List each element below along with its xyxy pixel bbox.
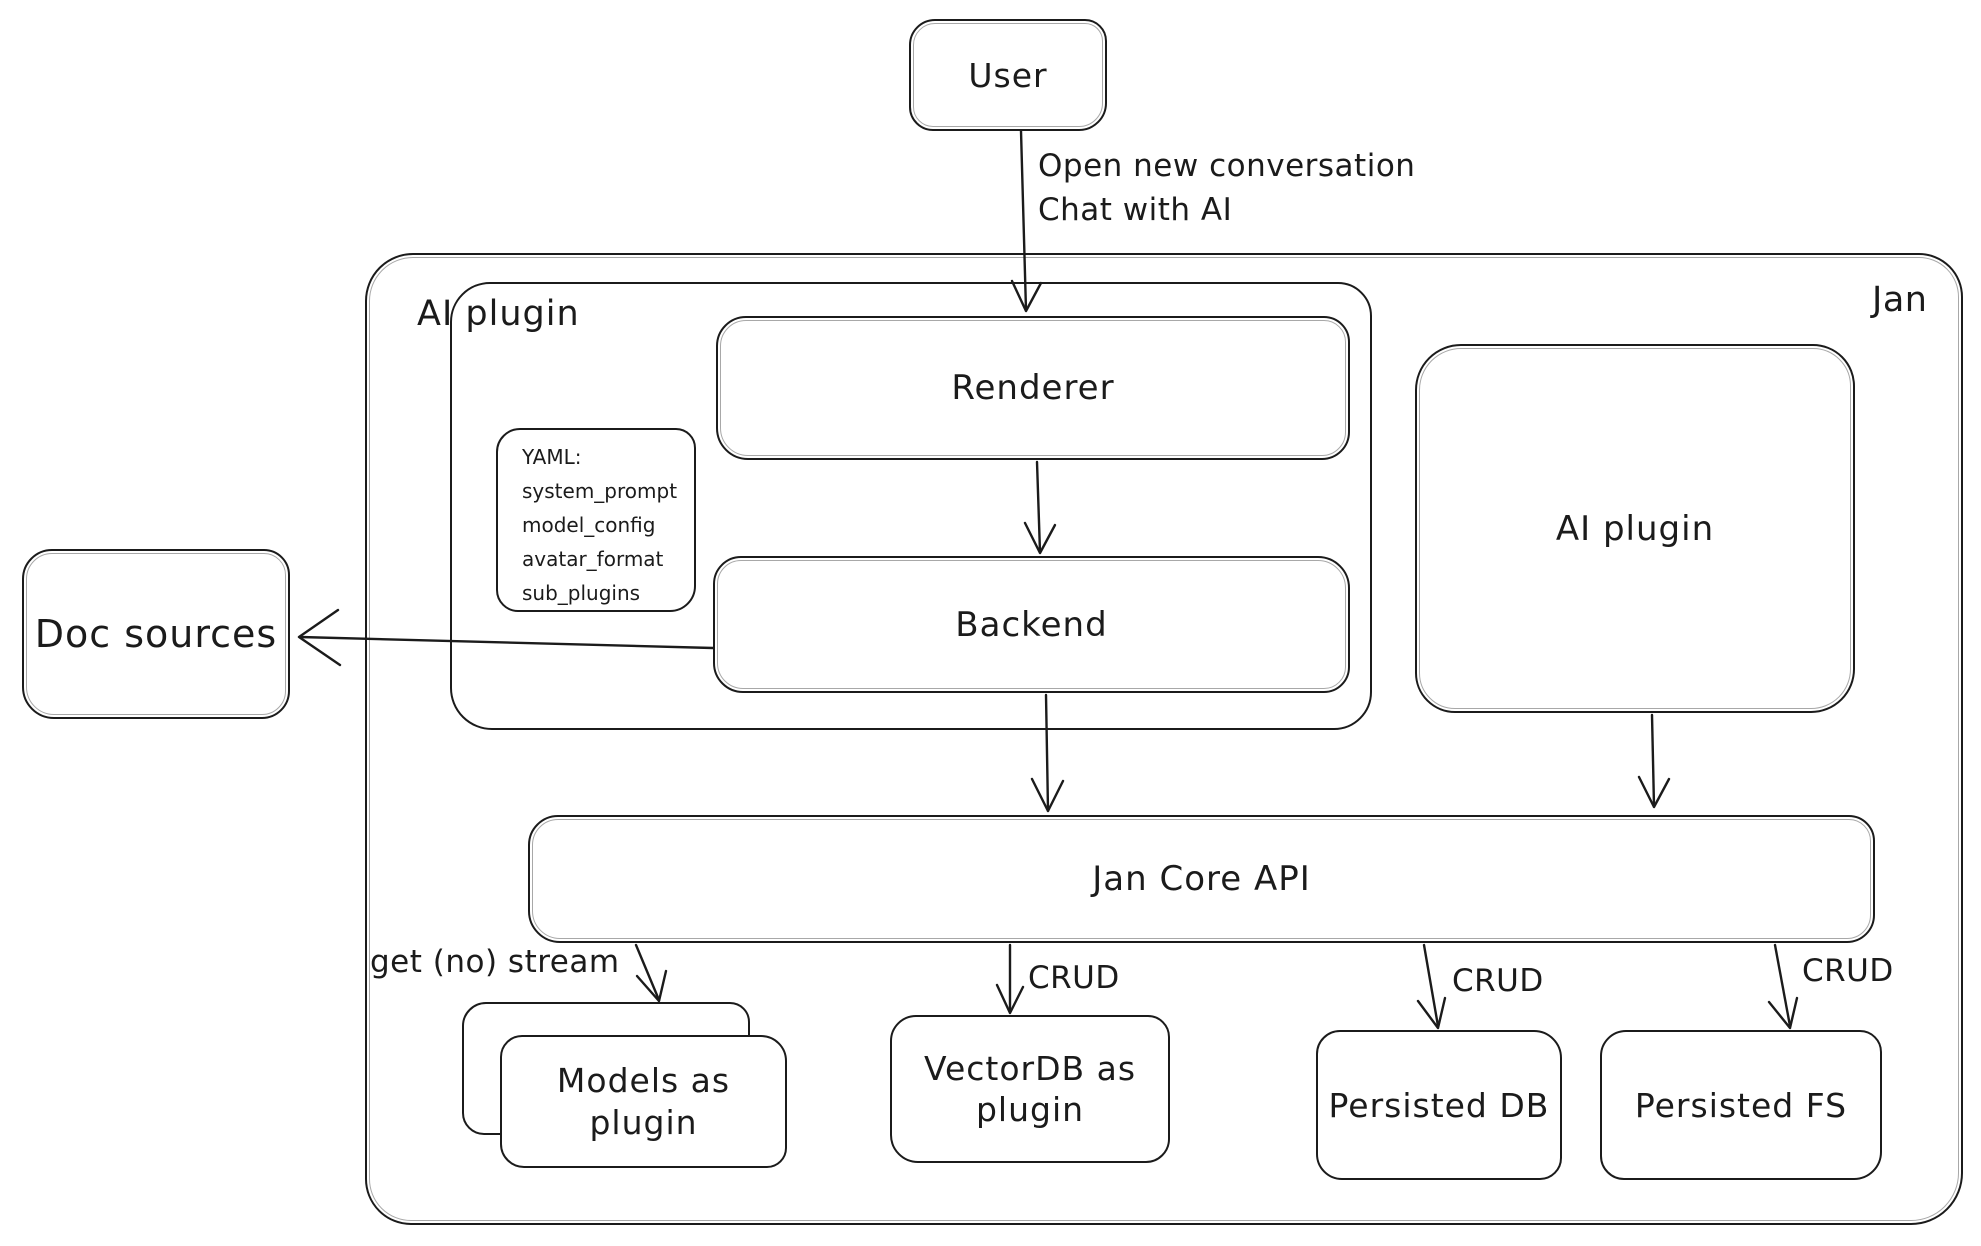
renderer-node: Renderer [716, 316, 1350, 460]
ai-plugin-left-label: AI plugin [417, 294, 580, 334]
crud-vectordb-edge-label: CRUD [1028, 960, 1120, 996]
yaml-note-line: sub_plugins [522, 581, 641, 605]
crud-persisted-fs-edge-label: CRUD [1802, 953, 1894, 989]
user-node: User [909, 19, 1107, 131]
yaml-note-line: system_prompt [522, 479, 678, 503]
doc-sources-node-label: Doc sources [34, 612, 278, 656]
renderer-node-label: Renderer [951, 368, 1115, 408]
jan-container-label: Jan [1872, 280, 1928, 320]
jan-core-api-node-label: Jan Core API [1092, 859, 1311, 899]
user-flow-edge-label-line1: Open new conversation [1038, 148, 1416, 184]
vectordb-plugin-node-label: VectorDB as plugin [923, 1048, 1137, 1129]
models-plugin-node: Models as plugin [500, 1035, 787, 1168]
persisted-fs-node: Persisted FS [1600, 1030, 1882, 1180]
yaml-note-line: avatar_format [522, 547, 664, 571]
ai-plugin-left-container-box [450, 282, 1372, 730]
models-plugin-node-label: Models as plugin [556, 1061, 731, 1142]
jan-container-box [365, 253, 1963, 1225]
backend-node-label: Backend [955, 604, 1108, 645]
persisted-db-node: Persisted DB [1316, 1030, 1562, 1180]
backend-node: Backend [713, 556, 1350, 693]
persisted-db-node-label: Persisted DB [1328, 1085, 1550, 1125]
yaml-note-line: YAML: [522, 445, 582, 469]
persisted-fs-node-label: Persisted FS [1634, 1085, 1848, 1125]
crud-persisted-db-edge-label: CRUD [1452, 963, 1544, 999]
yaml-note: YAML: system_prompt model_config avatar_… [496, 428, 696, 612]
vectordb-plugin-node: VectorDB as plugin [890, 1015, 1170, 1163]
yaml-note-line: model_config [522, 513, 656, 537]
stream-edge-label: get (no) stream [370, 944, 620, 980]
user-flow-edge-label-line2: Chat with AI [1038, 192, 1233, 228]
ai-plugin-right-node-label: AI plugin [1555, 508, 1715, 549]
ai-plugin-right-node: AI plugin [1415, 344, 1855, 713]
doc-sources-node: Doc sources [22, 549, 290, 719]
jan-core-api-node: Jan Core API [528, 815, 1875, 943]
user-node-label: User [968, 55, 1048, 95]
